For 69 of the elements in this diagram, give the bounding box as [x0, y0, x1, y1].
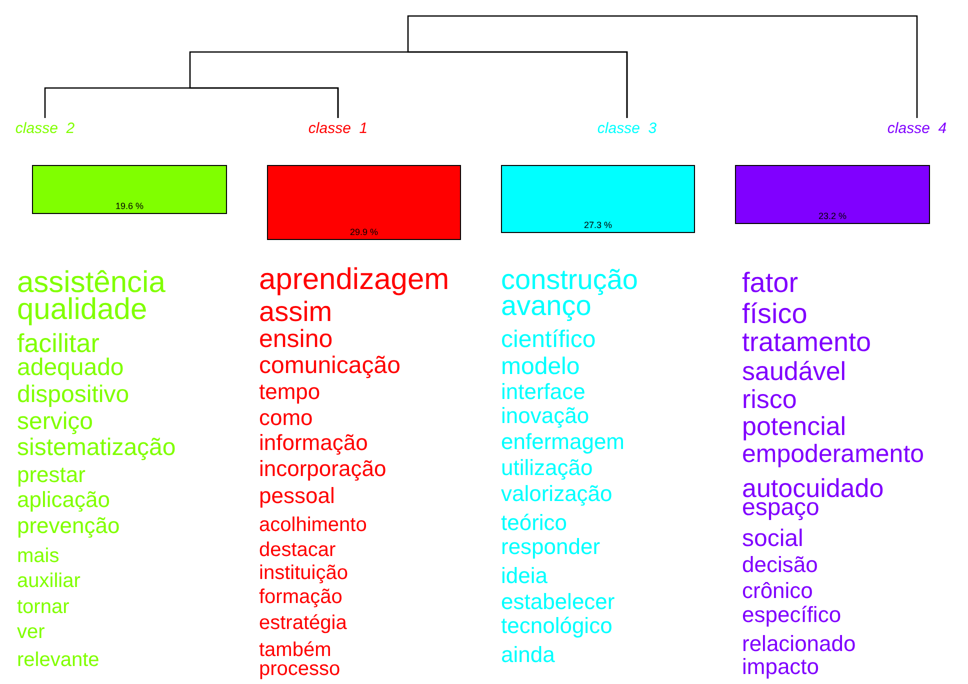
- class-word: prevenção: [17, 514, 120, 537]
- class-word: auxiliar: [17, 571, 80, 591]
- class-label: classe 3: [597, 121, 657, 136]
- percentage-bar: 27.3 %: [501, 165, 695, 233]
- class-word: informação: [259, 432, 368, 454]
- class-word: formação: [259, 587, 342, 607]
- class-word: ensino: [259, 327, 333, 352]
- class-word: destacar: [259, 540, 336, 560]
- class-word: ver: [17, 622, 45, 642]
- class-word: sistematização: [17, 436, 176, 460]
- class-word: comunicação: [259, 354, 400, 378]
- class-word: assim: [259, 298, 332, 326]
- class-word: facilitar: [17, 330, 100, 356]
- percentage-bar: 23.2 %: [735, 165, 930, 224]
- class-word: como: [259, 406, 313, 429]
- class-word: acolhimento: [259, 515, 367, 535]
- class-word: tecnológico: [501, 614, 612, 637]
- class-word: interface: [501, 380, 586, 403]
- class-label: classe 1: [308, 121, 368, 136]
- class-label: classe 4: [887, 121, 947, 136]
- class-word: instituição: [259, 563, 348, 583]
- class-word: assistência: [17, 268, 166, 298]
- dendrogram-branch: [407, 15, 918, 118]
- class-word: pessoal: [259, 484, 335, 507]
- class-word: empoderamento: [742, 442, 924, 468]
- class-word: prestar: [17, 464, 86, 486]
- class-word: impacto: [742, 656, 820, 678]
- class-word: estratégia: [259, 613, 347, 633]
- class-word: inovação: [501, 404, 590, 427]
- class-word: processo: [259, 659, 340, 679]
- class-word: aprendizagem: [259, 264, 450, 294]
- class-word: modelo: [501, 354, 580, 379]
- class-label: classe 2: [15, 121, 75, 136]
- class-word: responder: [501, 536, 600, 558]
- class-word: aplicação: [17, 488, 110, 511]
- class-word: físico: [742, 300, 808, 328]
- class-word: risco: [742, 386, 797, 412]
- class-word: saudável: [742, 358, 846, 384]
- class-word: valorização: [501, 482, 612, 505]
- class-word: enfermagem: [501, 430, 625, 453]
- class-word: potencial: [742, 412, 846, 439]
- percentage-bar: 19.6 %: [32, 165, 227, 214]
- class-word: também: [259, 640, 332, 660]
- class-word: qualidade: [17, 294, 148, 324]
- class-word: relacionado: [742, 632, 856, 655]
- class-word: específico: [742, 604, 842, 626]
- class-word: tratamento: [742, 329, 872, 356]
- class-word: serviço: [17, 410, 94, 434]
- class-word: avanço: [501, 292, 592, 320]
- class-word: autocuidado: [742, 474, 884, 501]
- class-word: científico: [501, 328, 596, 352]
- percentage-bar: 29.9 %: [267, 165, 461, 240]
- class-word: relevante: [17, 650, 100, 670]
- class-word: tempo: [259, 380, 320, 403]
- class-word: utilização: [501, 456, 593, 479]
- class-word: estabelecer: [501, 590, 615, 613]
- class-word: adequado: [17, 356, 124, 380]
- class-word: decisão: [742, 554, 818, 576]
- class-word: construção: [501, 266, 638, 294]
- class-word: mais: [17, 546, 60, 566]
- class-word: crônico: [742, 580, 813, 602]
- class-word: incorporação: [259, 458, 386, 480]
- class-word: ainda: [501, 644, 555, 666]
- class-word: social: [742, 526, 804, 551]
- class-word: tornar: [17, 597, 70, 617]
- class-word: dispositivo: [17, 382, 130, 407]
- class-word: fator: [742, 268, 798, 297]
- class-word: ideia: [501, 564, 548, 587]
- class-word: teórico: [501, 512, 568, 534]
